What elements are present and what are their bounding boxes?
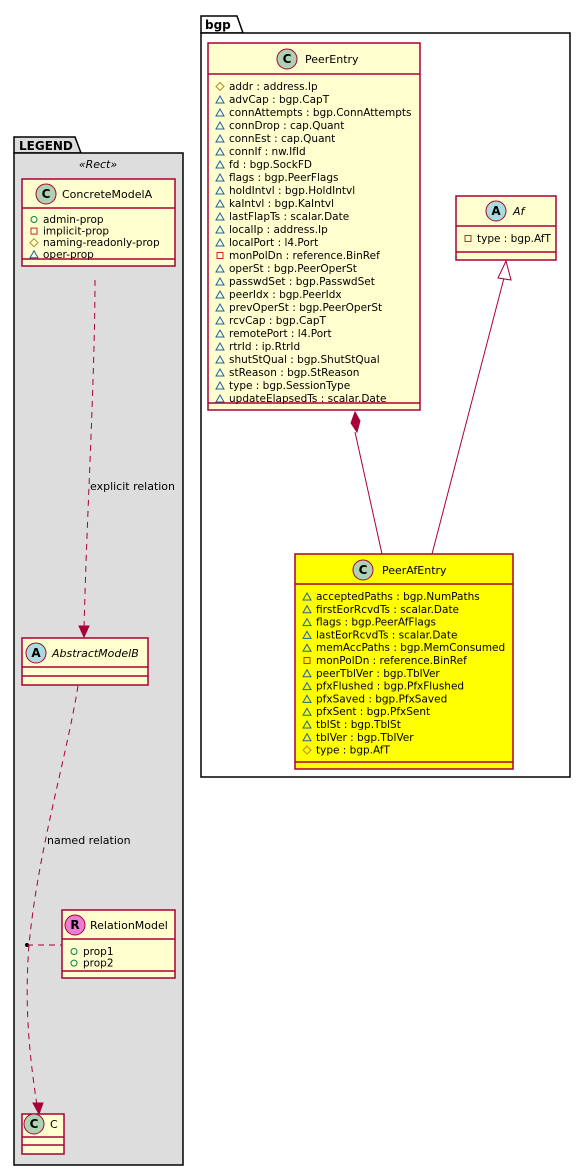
class-name: PeerEntry (305, 53, 359, 66)
attribute: oper-prop (43, 249, 94, 261)
attribute: rtrId : ip.RtrId (229, 341, 300, 353)
class-badge-icon (352, 559, 374, 581)
attribute: tblVer : bgp.TblVer (316, 732, 414, 744)
legend-stereotype: «Rect» (79, 158, 118, 171)
attribute: naming-readonly-prop (43, 237, 160, 249)
attribute: peerIdx : bgp.PeerIdx (229, 289, 342, 301)
class-name: RelationModel (90, 919, 168, 932)
class-badge-icon (35, 183, 57, 205)
attribute: pfxSent : bgp.PfxSent (316, 706, 430, 718)
attribute: memAccPaths : bgp.MemConsumed (316, 642, 505, 654)
svg-text:C: C (30, 1117, 39, 1131)
attribute: type : bgp.AfT (477, 233, 552, 245)
attribute: updateElapsedTs : scalar.Date (229, 393, 386, 405)
attribute: pfxFlushed : bgp.PfxFlushed (316, 681, 464, 693)
peer-af-entry-class[interactable]: C PeerAfEntry acceptedPaths : bgp.NumPat… (294, 553, 514, 770)
class-name: PeerAfEntry (382, 564, 447, 577)
abstract-badge-icon (25, 642, 47, 664)
attribute: rcvCap : bgp.CapT (229, 315, 326, 327)
class-name: ConcreteModelA (62, 188, 153, 201)
relation-badge-icon (64, 914, 86, 936)
attribute: acceptedPaths : bgp.NumPaths (316, 591, 480, 603)
attribute: operSt : bgp.PeerOperSt (229, 263, 357, 275)
inheritance-triangle-icon (497, 259, 512, 281)
attribute: prop2 (83, 958, 114, 970)
abstract-model-b-class[interactable]: A AbstractModelB (21, 637, 149, 686)
explicit-relation-arrow: explicit relation (78, 279, 175, 639)
generalization-edge (431, 259, 512, 555)
attribute: connAttempts : bgp.ConnAttempts (229, 107, 411, 119)
attribute: localPort : l4.Port (229, 237, 318, 249)
concrete-model-a-class[interactable]: C ConcreteModelA admin-propimplicit-prop… (21, 178, 176, 267)
bgp-package-name: bgp (205, 18, 231, 32)
class-name: Af (512, 205, 527, 218)
attribute: pfxSaved : bgp.PfxSaved (316, 693, 447, 705)
abstract-badge-icon (485, 200, 507, 222)
attribute: connDrop : cap.Quant (229, 120, 344, 132)
svg-text:C: C (359, 563, 368, 577)
attribute: admin-prop (43, 214, 104, 226)
attribute: shutStQual : bgp.ShutStQual (229, 354, 380, 366)
attribute: kaIntvl : bgp.KaIntvl (229, 198, 334, 210)
class-badge-icon (23, 1113, 45, 1135)
svg-text:A: A (31, 646, 41, 660)
attribute: lastEorRcvdTs : scalar.Date (316, 629, 457, 641)
class-name: AbstractModelB (51, 647, 139, 660)
legend-package-name: LEGEND (19, 139, 73, 153)
attribute: connEst : cap.Quant (229, 133, 335, 145)
attribute: addr : address.Ip (229, 81, 318, 93)
attribute: prevOperSt : bgp.PeerOperSt (229, 302, 382, 314)
composition-diamond-icon (350, 410, 361, 434)
attribute: flags : bgp.PeerFlags (229, 172, 338, 184)
attribute: fd : bgp.SockFD (229, 159, 312, 171)
svg-text:C: C (283, 52, 292, 66)
attribute: advCap : bgp.CapT (229, 94, 330, 106)
attribute: flags : bgp.PeerAfFlags (316, 617, 436, 629)
class-badge-icon (276, 48, 298, 70)
attribute: peerTblVer : bgp.TblVer (316, 668, 440, 680)
svg-text:A: A (491, 204, 501, 218)
class-name: C (50, 1118, 58, 1131)
attribute: remotePort : l4.Port (229, 328, 332, 340)
svg-text:R: R (70, 918, 79, 932)
attribute: monPolDn : reference.BinRef (316, 655, 467, 667)
attribute: prop1 (83, 946, 114, 958)
attribute: type : bgp.AfT (316, 745, 391, 757)
explicit-relation-label: explicit relation (90, 480, 175, 493)
named-relation-label: named relation (47, 834, 131, 847)
attribute: implicit-prop (43, 226, 109, 238)
composition-edge (350, 410, 383, 555)
attribute: stReason : bgp.StReason (229, 367, 359, 379)
attribute: passwdSet : bgp.PasswdSet (229, 276, 375, 288)
attribute: connIf : nw.IfId (229, 146, 306, 158)
c-class[interactable]: C C (21, 1113, 65, 1155)
attribute: lastFlapTs : scalar.Date (229, 211, 349, 223)
attribute: localIp : address.Ip (229, 224, 328, 236)
named-relation-arrow: named relation (25, 685, 131, 1116)
attribute: holdIntvl : bgp.HoldIntvl (229, 185, 355, 197)
af-class[interactable]: A Af type : bgp.AfT (455, 195, 557, 261)
attribute: monPolDn : reference.BinRef (229, 250, 380, 262)
attribute: tblSt : bgp.TblSt (316, 719, 401, 731)
attribute: firstEorRcvdTs : scalar.Date (316, 604, 459, 616)
svg-text:C: C (42, 187, 51, 201)
attribute: type : bgp.SessionType (229, 380, 350, 392)
